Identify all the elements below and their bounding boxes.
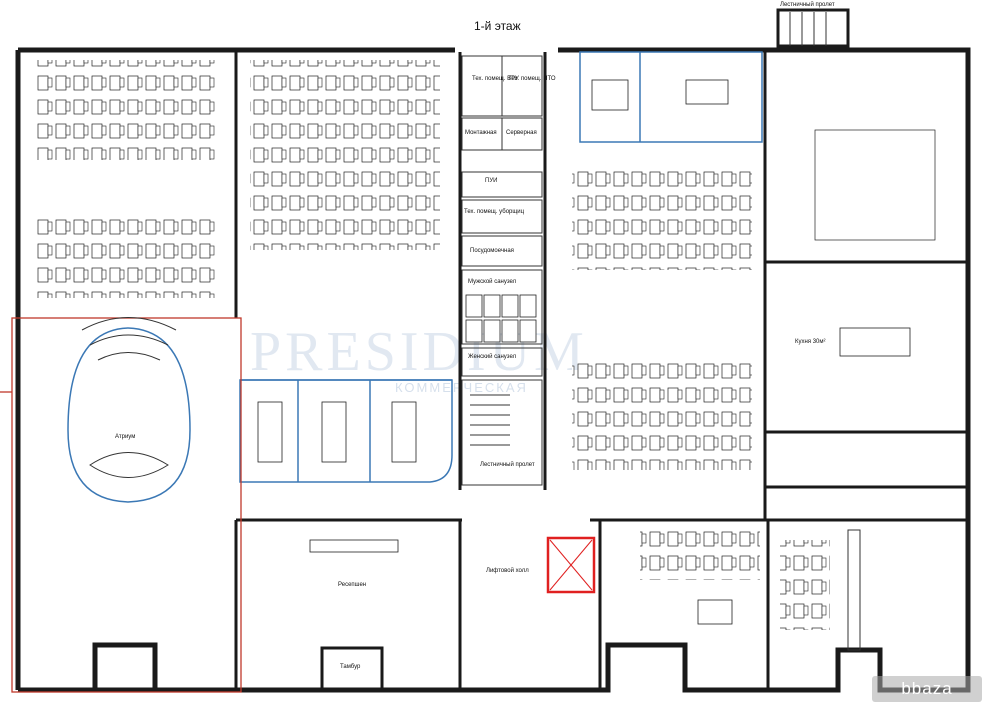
atrium-circle xyxy=(67,327,191,503)
wc-stalls xyxy=(465,294,537,343)
label-kitchen: Кухня 30м² xyxy=(795,339,826,345)
reception-desk xyxy=(309,539,399,553)
brand-watermark: bbaza xyxy=(872,676,982,702)
atrium-seat xyxy=(89,452,169,478)
piano xyxy=(847,529,861,651)
stair-top xyxy=(776,8,850,48)
label-male-wc: Мужской санузел xyxy=(468,278,517,285)
label-reception: Ресепшен xyxy=(338,582,366,588)
label-female-wc: Женский санузел xyxy=(468,353,517,360)
atrium-highlight xyxy=(11,317,242,693)
label-tambur: Тамбур xyxy=(340,664,361,670)
kitchen-table xyxy=(839,327,911,357)
meeting-rooms-glass xyxy=(239,379,453,483)
label-stair-mid: Лестничный пролет xyxy=(480,461,535,468)
atrium-amphitheatre xyxy=(81,317,177,331)
stair-top-label: Лестничный пролет xyxy=(780,1,835,8)
open-space-desks xyxy=(36,60,830,630)
label-montazh: Монтажная xyxy=(465,130,497,136)
label-tech-vru: Тех. помещ. ВРУ xyxy=(472,76,519,82)
brand-label: bbaza xyxy=(901,679,953,698)
stair-top-steps xyxy=(789,12,827,46)
meeting-tables xyxy=(257,79,733,625)
floor-title: 1-й этаж xyxy=(474,19,521,33)
label-servernaya: Серверная xyxy=(506,130,537,136)
watermark-logo: PRESIDIUM xyxy=(250,321,588,383)
label-lift-hall: Лифтовой холл xyxy=(486,567,529,574)
outer-wall xyxy=(18,47,971,693)
label-tech-ito: Тех. помещ. ИТО xyxy=(508,76,556,82)
stair-mid-steps xyxy=(470,394,510,446)
label-atrium: Атриум xyxy=(115,434,135,440)
core-rooms xyxy=(461,55,543,486)
label-posudomoy: Посудомоечная xyxy=(470,248,514,254)
label-tech-cleaning: Тех. помещ. уборщиц xyxy=(464,209,525,215)
tambur xyxy=(320,646,384,692)
meeting-room-top xyxy=(579,51,763,143)
label-pui: ПУИ xyxy=(485,178,497,184)
auditorium-seats xyxy=(814,129,936,241)
